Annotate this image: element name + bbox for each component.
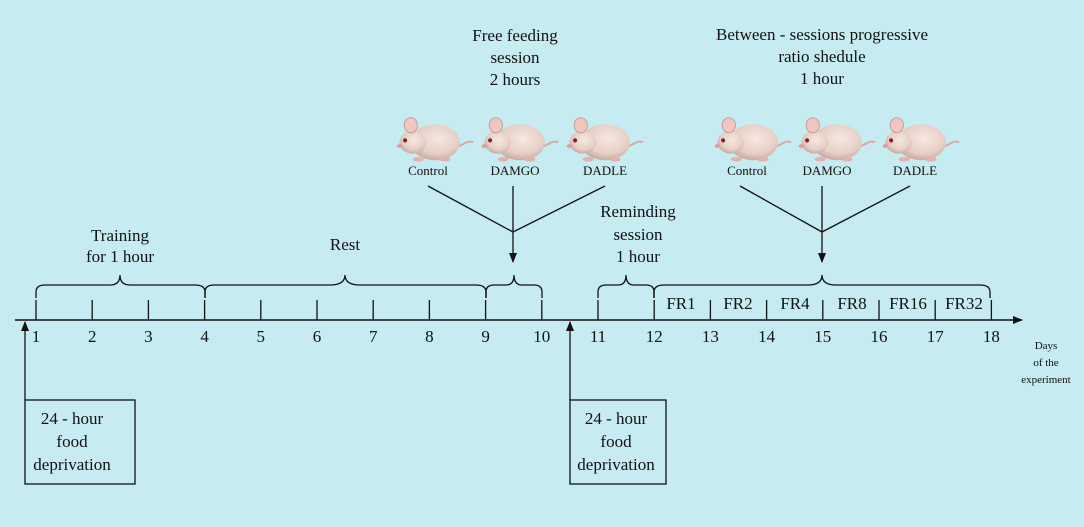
fr-label: FR32 xyxy=(945,294,983,313)
reminding-label-line-2: session xyxy=(613,225,663,244)
fr-label: FR8 xyxy=(837,294,866,313)
deprivation-box-1: 24 - hour food deprivation xyxy=(24,399,136,485)
mouse-icon-damgo-ff xyxy=(480,116,560,163)
day-label: 2 xyxy=(88,327,97,346)
day-label: 16 xyxy=(871,327,888,346)
deprivation-1-line-3: deprivation xyxy=(33,455,111,474)
deprivation-2-line-1: 24 - hour xyxy=(585,409,648,428)
connector-control-ff xyxy=(427,185,514,233)
progressive-ratio-title-line-3: 1 hour xyxy=(800,69,844,88)
day-label: 7 xyxy=(369,327,378,346)
day-ticks xyxy=(35,300,993,320)
training-label-line-1: Training xyxy=(91,226,149,245)
brace-progressive-ratio xyxy=(653,274,991,298)
axis-label-line-2: of the xyxy=(1033,357,1058,369)
group-label-control-ff: Control xyxy=(408,163,448,178)
day-label: 6 xyxy=(313,327,322,346)
day-label: 3 xyxy=(144,327,153,346)
day-label: 12 xyxy=(646,327,663,346)
brace-reminding xyxy=(597,274,655,298)
day-label: 4 xyxy=(200,327,209,346)
fr-label: FR16 xyxy=(889,294,927,313)
day-label: 18 xyxy=(983,327,1000,346)
day-label: 9 xyxy=(481,327,490,346)
progressive-ratio-title-line-1: Between - sessions progressive xyxy=(716,25,928,44)
brace-rest xyxy=(204,274,487,298)
day-label: 10 xyxy=(533,327,550,346)
deprivation-2-line-3: deprivation xyxy=(577,455,655,474)
mouse-icon-dadle-ff xyxy=(565,116,645,163)
brace-free-feeding xyxy=(485,274,543,298)
fr-schedule-labels: FR1 FR2 FR4 FR8 FR16 FR32 xyxy=(666,294,983,313)
group-label-damgo-ff: DAMGO xyxy=(490,163,539,178)
day-label: 11 xyxy=(590,327,606,346)
fr-label: FR1 xyxy=(666,294,695,313)
day-label: 8 xyxy=(425,327,434,346)
connector-dadle-ff xyxy=(512,185,606,233)
deprivation-1-line-1: 24 - hour xyxy=(41,409,104,428)
group-label-damgo-pr: DAMGO xyxy=(802,163,851,178)
mouse-icon-control-ff xyxy=(395,116,475,163)
fr-label: FR2 xyxy=(723,294,752,313)
free-feeding-title-line-2: session xyxy=(490,48,540,67)
free-feeding-title-line-3: 2 hours xyxy=(490,70,541,89)
mouse-icon-control-pr xyxy=(713,116,793,163)
rest-label: Rest xyxy=(330,235,361,254)
mouse-icon-damgo-pr xyxy=(797,116,877,163)
reminding-label-line-1: Reminding xyxy=(600,202,676,221)
day-label: 14 xyxy=(758,327,776,346)
day-label: 5 xyxy=(257,327,266,346)
group-label-control-pr: Control xyxy=(727,163,767,178)
connector-dadle-pr xyxy=(821,185,911,233)
training-label-line-2: for 1 hour xyxy=(86,247,154,266)
reminding-label-line-3: 1 hour xyxy=(616,247,660,266)
group-label-dadle-pr: DADLE xyxy=(893,163,937,178)
day-label: 15 xyxy=(814,327,831,346)
connector-control-pr xyxy=(739,185,823,233)
day-label: 17 xyxy=(927,327,945,346)
brace-training xyxy=(35,274,206,298)
mouse-icon-dadle-pr xyxy=(881,116,961,163)
group-label-dadle-ff: DADLE xyxy=(583,163,627,178)
day-label: 13 xyxy=(702,327,719,346)
axis-label-line-3: experiment xyxy=(1021,374,1070,386)
free-feeding-title-line-1: Free feeding xyxy=(472,26,558,45)
deprivation-2-line-2: food xyxy=(600,432,632,451)
progressive-ratio-title-line-2: ratio shedule xyxy=(778,47,865,66)
axis-label-line-1: Days xyxy=(1035,340,1058,352)
fr-label: FR4 xyxy=(780,294,810,313)
deprivation-1-line-2: food xyxy=(56,432,88,451)
deprivation-box-2: 24 - hour food deprivation xyxy=(569,399,667,485)
day-label: 1 xyxy=(32,327,41,346)
